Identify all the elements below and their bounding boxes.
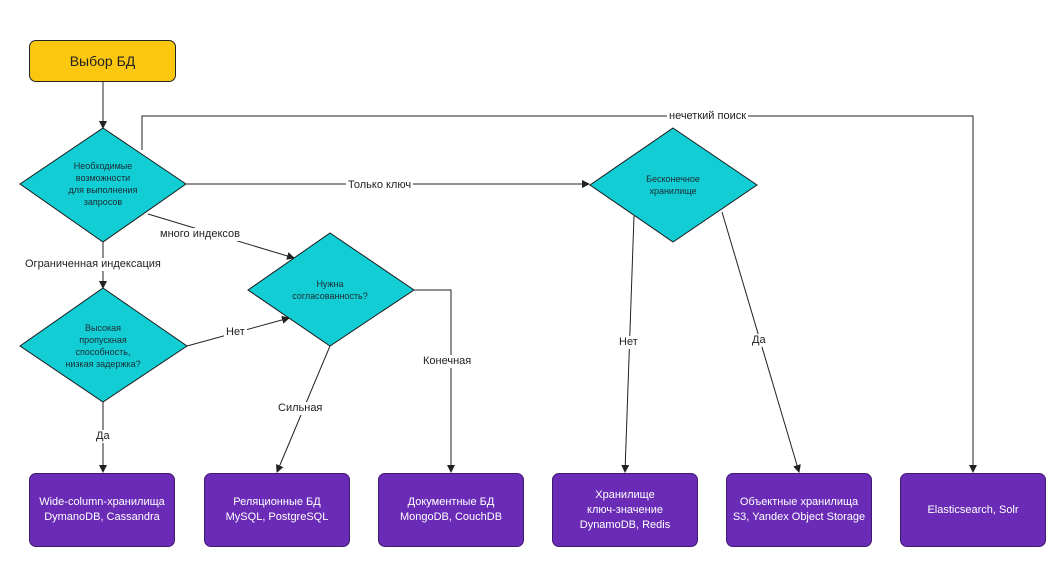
result-wide-column: Wide-column-хранилища DymanoDB, Cassandr… [29,473,175,547]
decision-throughput-shape [19,287,188,403]
decision-consistency-shape [247,232,415,347]
edge-label-yes-2: Да [750,334,768,347]
decision-storage-text: Бесконечное хранилище [646,174,700,196]
edge-label-strong: Сильная [276,402,325,415]
edge-label-many-indexes: много индексов [158,228,242,241]
result-relational: Реляционные БД MySQL, PostgreSQL [204,473,350,547]
decision-query-shape [19,127,187,243]
edge-label-no-1: Нет [224,326,247,339]
edge-label-no-2: Нет [617,336,640,349]
decision-storage-shape [589,127,758,243]
edge-eventual [414,289,455,473]
result-key-value: Хранилище ключ-значение DynamoDB, Redis [552,473,698,547]
decision-consistency-text: Нужна согласованность? [292,279,368,301]
edge-label-fuzzy: нечеткий поиск [667,110,749,123]
edge-label-limited-indexing: Ограниченная индексация [23,258,163,271]
decision-throughput-text: Высокая пропускная способность, низкая з… [65,323,141,369]
start-node: Выбор БД [29,40,176,82]
edge-fuzzy-search [141,115,977,473]
decision-query-text: Необходимые возможности для выполнения з… [68,161,138,207]
result-search: Elasticsearch, Solr [900,473,1046,547]
edge-label-key-only: Только ключ [346,179,414,192]
edge-label-yes-1: Да [94,430,112,443]
result-object: Объектные хранилища S3, Yandex Object St… [726,473,872,547]
edge-label-eventual: Конечная [421,355,474,368]
result-document: Документные БД MongoDB, CouchDB [378,473,524,547]
